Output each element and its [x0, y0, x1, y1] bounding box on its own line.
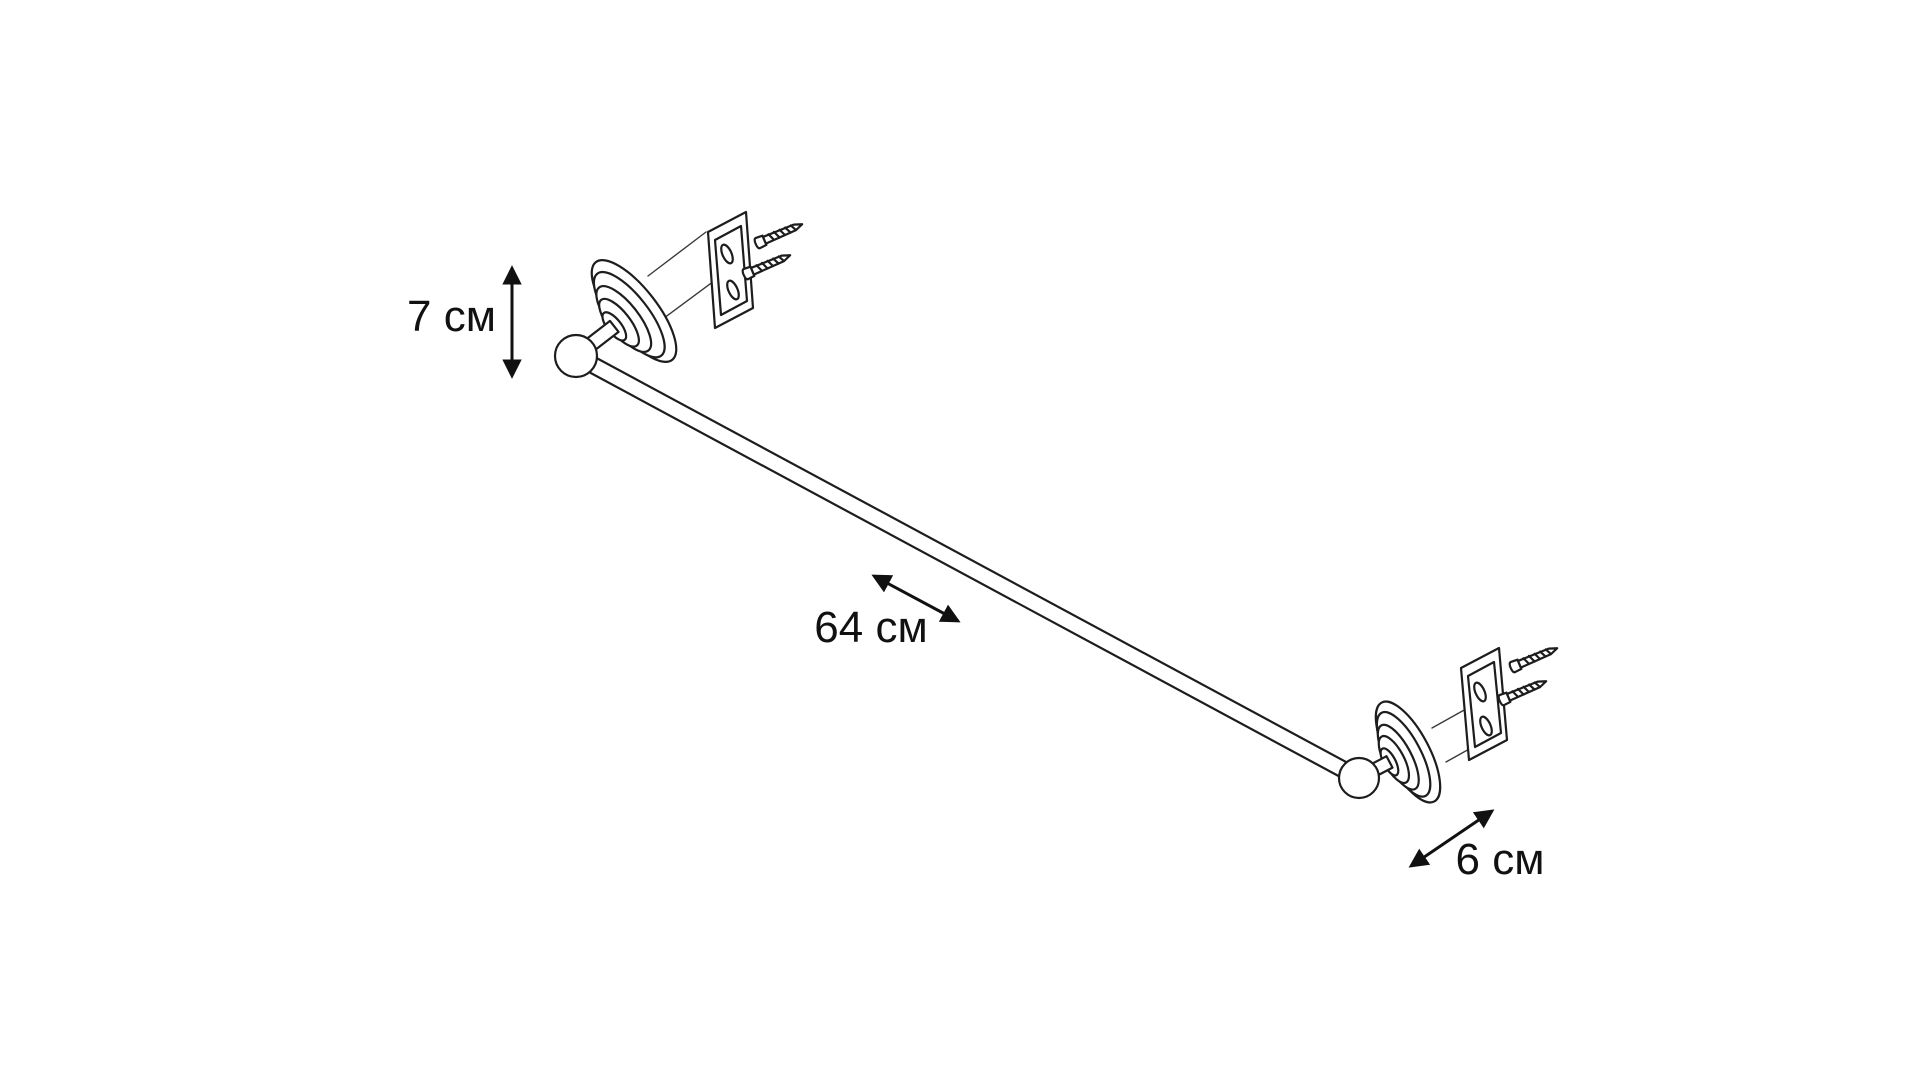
- depth-dimension-arrow: [1408, 809, 1495, 868]
- screw-slot: [726, 279, 740, 301]
- assembly-guide-lines-top: [647, 231, 719, 319]
- dimension-length: 64 см: [814, 574, 961, 652]
- screw-slot: [720, 243, 734, 265]
- height-dimension-label: 7 см: [407, 292, 496, 341]
- depth-dimension-label: 6 см: [1456, 835, 1545, 884]
- length-dimension-label: 64 см: [814, 603, 927, 652]
- mounting-screws-top: [740, 218, 806, 282]
- towel-bar-drawing: [553, 210, 1561, 804]
- right-ball-joint: [1337, 756, 1381, 800]
- screw-icon: [1507, 642, 1561, 675]
- dimension-height: 7 см: [407, 265, 522, 379]
- screw-icon: [1496, 675, 1550, 708]
- mounting-screws-right: [1496, 642, 1561, 708]
- dimension-depth: 6 см: [1408, 809, 1545, 884]
- screw-slot: [1479, 715, 1493, 737]
- length-dimension-arrow: [871, 574, 961, 623]
- right-wall-flange: [1374, 700, 1442, 804]
- towel-bar-rod: [571, 347, 1364, 787]
- left-ball-joint: [553, 333, 599, 379]
- screw-slot: [1473, 681, 1487, 703]
- right-mount-plate: [1459, 646, 1509, 762]
- top-mount-plate: [706, 210, 755, 330]
- screw-icon: [752, 218, 806, 251]
